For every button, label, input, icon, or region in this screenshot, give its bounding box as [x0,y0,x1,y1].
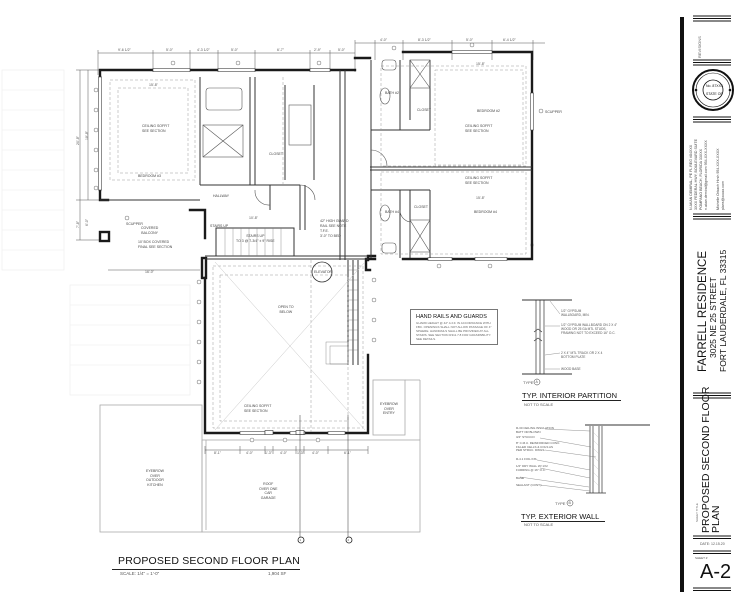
room-closet-main: CLOSET [269,152,284,156]
dim-left-1: 20'-8" [76,136,80,145]
detail-a-callout-1: 1/2" GYPSUM WALLBOARD, MIN. [561,309,590,317]
note-ceiling-soffit-bed3: CEILING SOFFIT SEE SECTION [142,124,170,133]
room-closet-2: CLOSET [417,108,432,112]
note-ceiling-soffit-bed4: CEILING SOFFIT SEE SECTION [465,176,493,185]
room-closet-4: CLOSET [414,205,429,209]
dim-top-3: 4'-3 1/2" [197,48,210,52]
plan-title-underline [112,569,300,570]
detail-a-type-label: TYPE [523,380,534,385]
handrail-note-body: GUARD HEIGHT @ 42" A.F.F. IN ACCORDANCE … [416,321,492,341]
dim-top-r4: 6'-4 1/2" [503,38,516,42]
detail-a-type-mark: A [535,380,538,384]
note-handrail: 42" HIGH GUARD RAIL SEE NOTE [320,219,349,228]
note-scupper-right: SCUPPER [545,110,562,114]
note-tfe: T.F.E. 3'-0" TO BED [320,229,341,238]
dim-balcony-width: 16'-0" [145,270,154,274]
dim-top-r3: 5'-0" [466,38,473,42]
dim-top-r2: 8'-3 1/2" [418,38,431,42]
grid-marker-1: 1 [299,538,302,542]
sheet-number: A-2 [700,561,732,583]
detail-b-callout-6: BASE [516,476,525,480]
dim-bedroom4-width: 15'-8" [476,196,485,200]
dim-bottom-6: 4'-0" [312,451,319,455]
room-bedroom-3: BEDROOM #3 [138,174,161,178]
sheet-title: PROPOSED SECOND FLOOR PLAN [700,387,722,533]
dim-left-4: 6'-0" [85,219,89,226]
dim-bottom-1: 8'-1" [214,451,221,455]
note-ceiling-soffit-bed2: CEILING SOFFIT SEE SECTION [465,124,493,133]
room-bath-2: BATH #2 [385,91,399,95]
detail-b-type-mark: B [568,501,571,505]
room-bedroom-4: BEDROOM #4 [474,210,497,214]
sheet-title-label: SHEET TITLE [695,503,699,522]
designer-line-2: plans@xxxxx.com [721,180,725,210]
dim-top-4: 5'-0" [231,48,238,52]
dim-left-2: 18'-8" [85,131,89,140]
dim-bedroom2-width: 15'-8" [476,62,485,66]
detail-b-callout-2: 3/4" STUCCO [516,435,535,439]
room-eyebrow-outdoor-kitchen: EYEBROW OVER OUTDOOR KITCHEN [146,469,164,487]
detail-b-subtitle: NOT TO SCALE [524,522,554,527]
grid-marker-2: 2 [347,538,350,542]
room-eyebrow-entry: EYEBROW OVER ENTRY [380,402,398,415]
sheet-date: DATE: 12.15.20 [700,542,725,546]
room-elevator: ELEVATOR [314,270,333,274]
detail-a-callout-2: 1/2" GYPSUM WALLBOARD ON 2 X 4" WOOD OR … [561,323,618,335]
dim-top-5: 6'-7" [277,48,284,52]
note-stairs-up-2: STAIRS UP TO 3 @ 7-3/4" ± 9" RISE [236,234,275,243]
engineer-info: N.AKAN DEMIRAL, PE FL REG #84XXX 3XXX FE… [689,139,709,210]
detail-a-callout-4: WOOD BASE [561,367,581,371]
plan-title: PROPOSED SECOND FLOOR PLAN [118,555,300,567]
note-stairs-up: STAIRS UP [210,224,229,228]
detail-a-subtitle: NOT TO SCALE [524,402,554,407]
dim-bottom-5: 1'-3" [297,451,304,455]
project-address-1: 3025 NE 25 STREET [708,277,718,358]
handrail-note-box: HAND RAILS AND GUARDS GUARD HEIGHT @ 42"… [410,309,498,345]
plan-scale: SCALE: 1/4" = 1'-0" [120,571,160,576]
dim-top-6: 2'-9" [314,48,321,52]
engineer-line-4: n.akan.demiral@gmail.com 954-XXX-XXXX [704,140,708,210]
dim-bottom-4: 4'-0" [280,451,287,455]
note-balcony-ceiling: 10' BOX COVERED FINAL SEE SECTION [138,240,173,249]
detail-b-callout-5: 1/2" DRY WALL W/ 1X2 FURRING @ 16" O.C. [516,464,548,472]
project-name: FARRELL RESIDENCE [697,251,709,372]
note-scupper: SCUPPER [126,222,143,226]
sheet-title-line-2: PLAN [710,505,722,533]
note-ceiling-soffit-open: CEILING SOFFIT SEE SECTION [244,404,272,413]
sheet-number-label: SHEET # [695,556,708,560]
room-bedroom-2: BEDROOM #2 [477,109,500,113]
dim-hall-width: 10'-8" [249,216,258,220]
dim-top-2: 5'-0" [166,48,173,52]
seal-state: STATE OF [706,92,723,96]
room-covered-balcony: COVERED BALCONY [141,226,159,235]
designer-info: Michelle Orbach Hirsh 954-XXX-XXXX plans… [716,148,726,210]
dim-top-7: 5'-0" [338,48,345,52]
detail-b-callout-7: SEALANT (CONT.) [516,483,542,487]
detail-b-callout-4: R-4.1 FOIL INS. [516,457,538,461]
seal-number: No. 87XXX [706,84,724,88]
dim-top-1: 9'-6 1/2" [118,48,131,52]
dim-bottom-2: 4'-0" [246,451,253,455]
detail-b-callout-3: 8" C.M.U. REINFORCED CONC. FILLED CELLS … [516,441,561,452]
handrail-note-title: HAND RAILS AND GUARDS [416,314,487,320]
project-address-2: FORT LAUDERDALE, FL 33315 [718,249,728,372]
dim-bottom-7: 6'-1" [344,451,351,455]
detail-b-type-label: TYPE [555,501,566,506]
room-hallway: HALLWAY [213,194,230,198]
room-bath-4: BATH #4 [385,210,399,214]
detail-b-callout-1: R-30 CEILING INSULATION BATT OR BLOWN [516,426,554,434]
plan-area: 1,904 SF [268,571,287,576]
project-block: FARRELL RESIDENCE 3025 NE 25 STREET FORT… [697,249,728,372]
detail-b-title: TYP. EXTERIOR WALL [521,512,606,522]
revisions-label: REVISIONS [697,36,702,58]
dim-bedroom3-width: 15'-8" [149,83,158,87]
detail-a-title: TYP. INTERIOR PARTITION [522,391,622,401]
room-open-to-below: OPEN TO BELOW [278,305,294,314]
dim-left-3: 7'-8" [76,221,80,228]
room-roof-garage: ROOF OVER ONE CAR GARAGE [259,482,278,500]
detail-a-callout-3: 2 X 4" MTL TRACK OR 2 X 4 BOTTOM PLATE [561,351,603,359]
dim-bottom-3: 1'-3" [265,451,272,455]
dim-top-r1: 4'-0" [380,38,387,42]
